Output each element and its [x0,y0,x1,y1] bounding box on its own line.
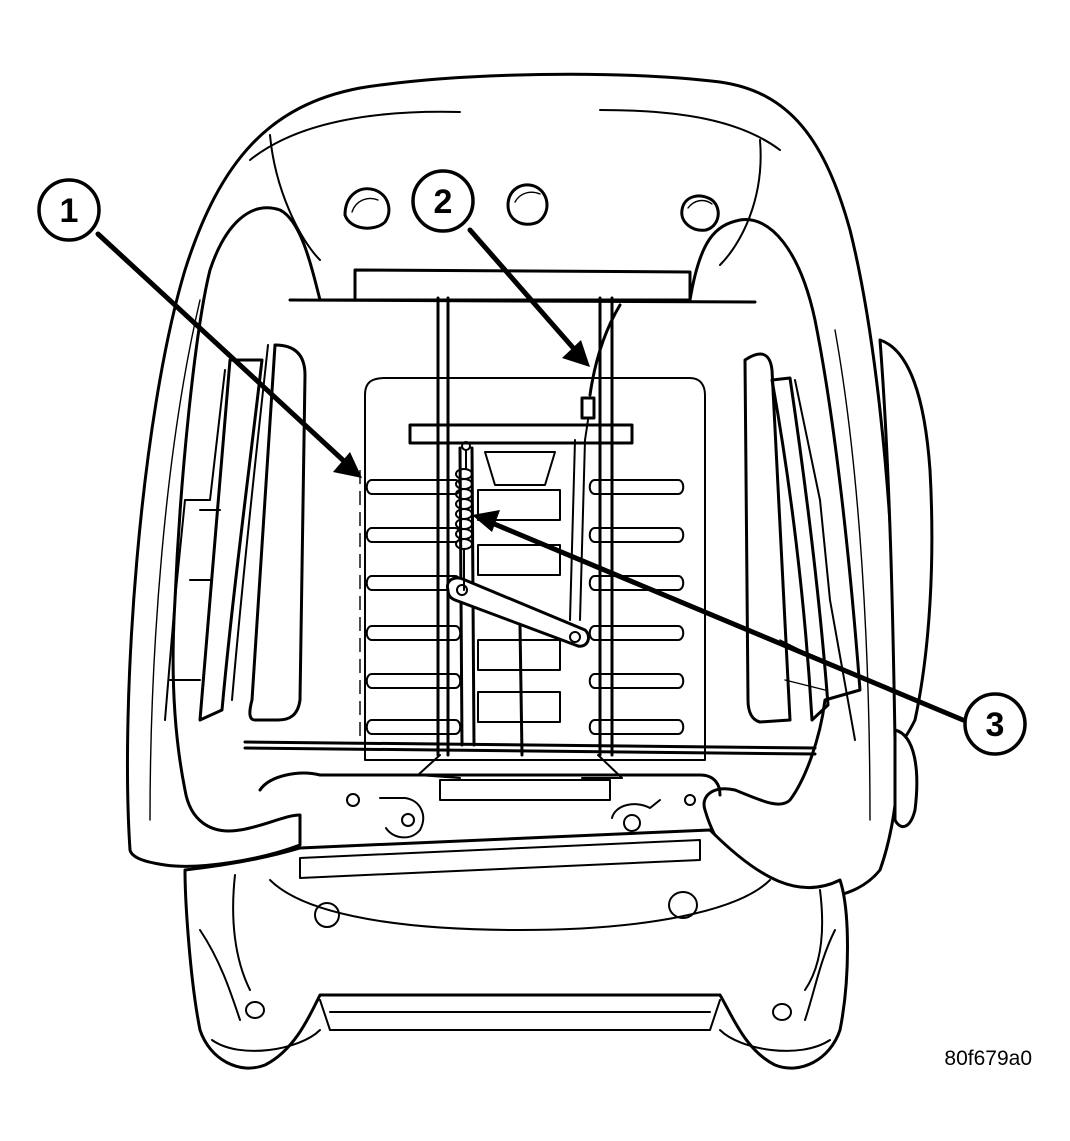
tension-spring [455,441,473,591]
upper-frame-bar [288,268,757,304]
callout-3: 3 [963,692,1027,756]
right-slots [588,479,685,735]
callout-leaders [95,227,966,723]
lumbar-frame [408,296,634,757]
callout-1: 1 [37,178,101,242]
right-bolster-lower [893,728,919,828]
left-slots [365,479,462,735]
lower-frame-bar [243,740,817,756]
headrest-guide-holes [343,183,720,232]
left-side-frame [164,343,307,722]
seat-back-shell [125,72,901,901]
lower-brackets [417,754,623,801]
adjustment-cable [580,303,622,441]
right-bolster [878,338,934,744]
callout-2: 2 [411,169,475,233]
lumbar-segments [477,451,561,723]
back-pad-outline [364,377,706,761]
callout-2-label: 2 [434,183,453,221]
callout-1-label: 1 [60,192,79,230]
figure-id-label: 80f679a0 [944,1047,1032,1070]
callout-3-label: 3 [986,706,1005,744]
seat-cushion [183,828,849,1070]
hinge-area [258,771,722,839]
